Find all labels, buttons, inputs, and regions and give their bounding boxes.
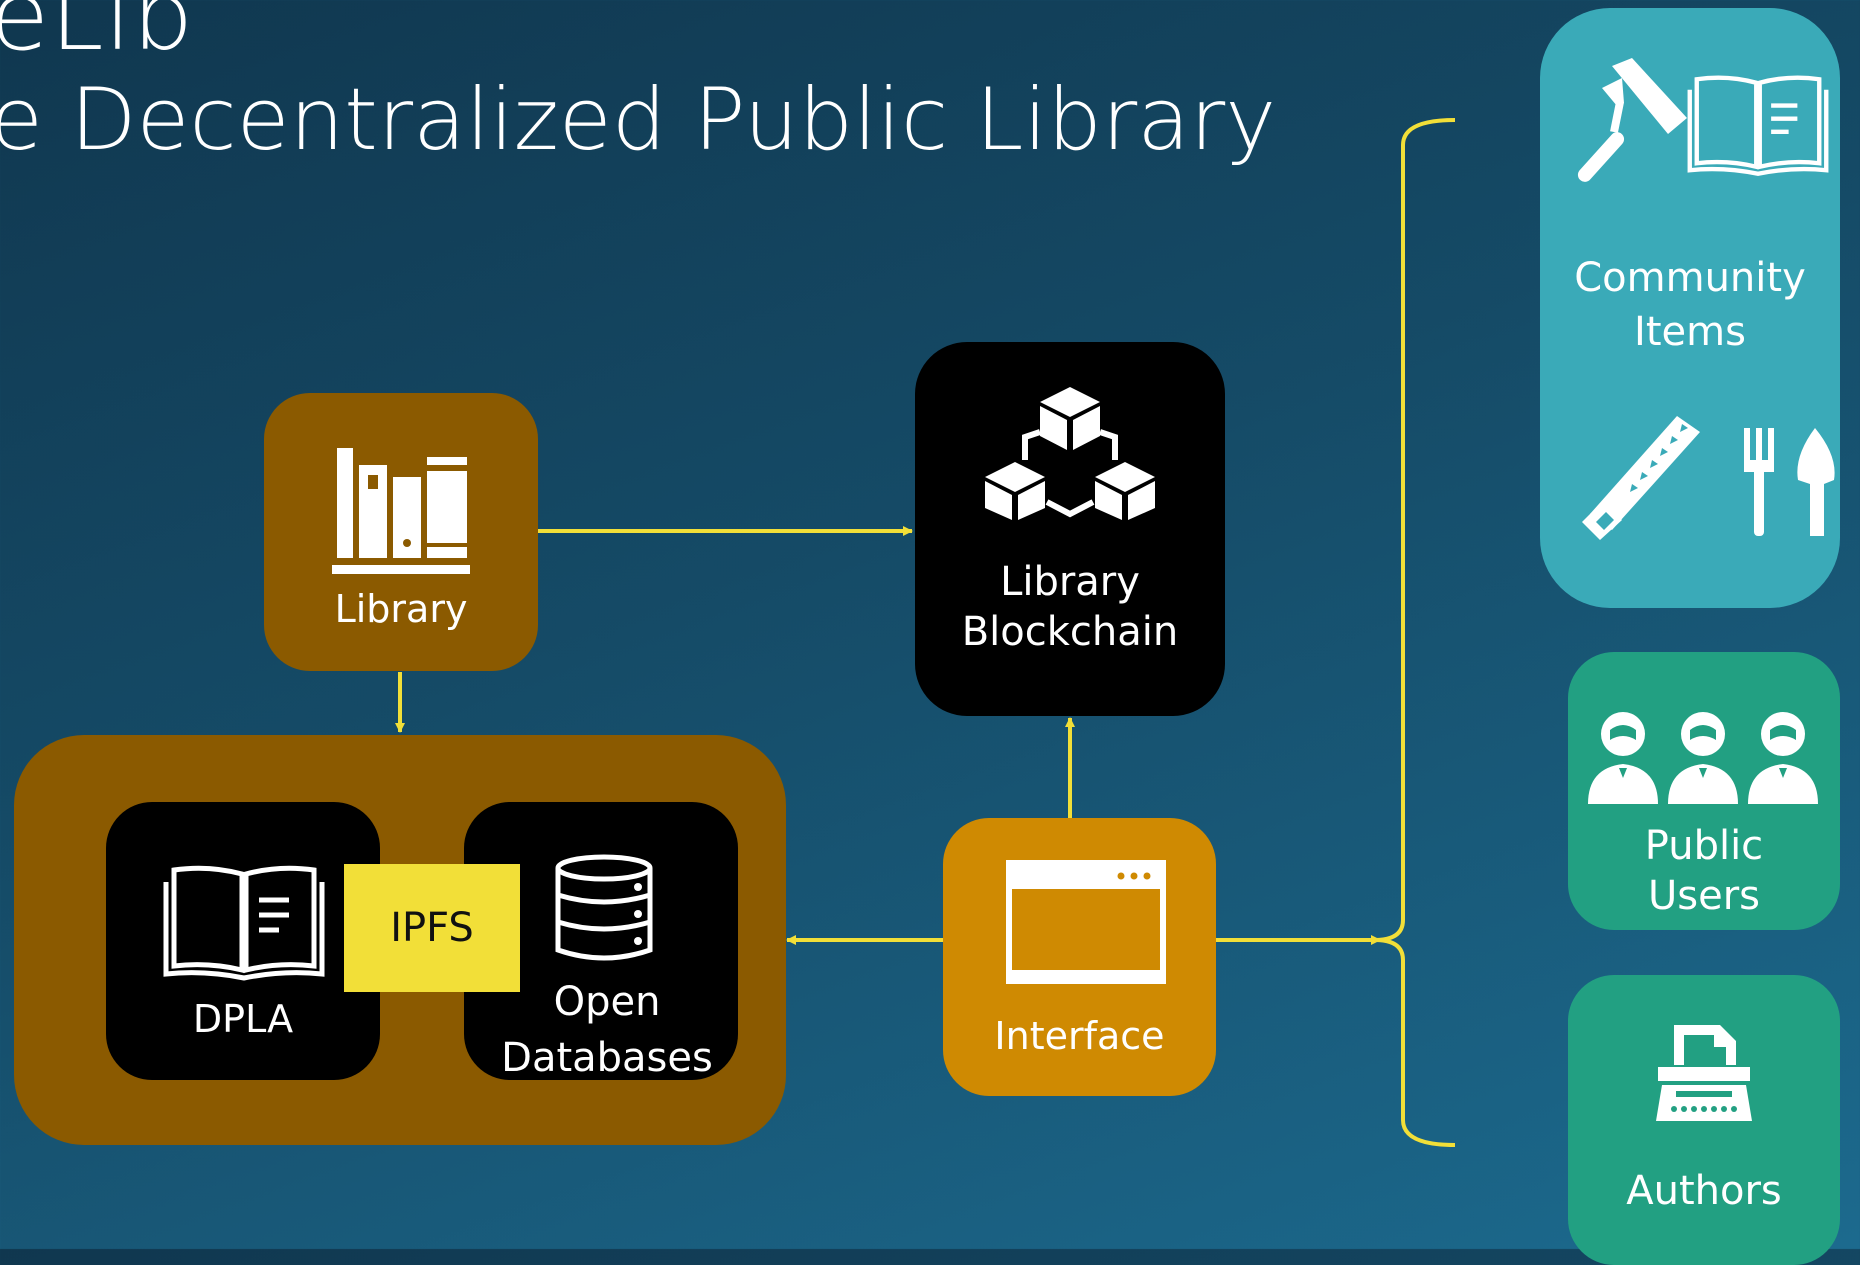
community-items-label-line1: Community bbox=[1574, 255, 1806, 301]
public-users-label-line1: Public bbox=[1644, 823, 1764, 869]
ipfs-label: IPFS bbox=[390, 905, 474, 951]
library-label: Library bbox=[334, 587, 468, 631]
paint-roller-icon bbox=[1577, 58, 1687, 182]
sidebar-bracket bbox=[1374, 118, 1456, 1147]
blockchain-label-line1: Library bbox=[1000, 559, 1140, 605]
fork-trowel-icon bbox=[1744, 428, 1835, 536]
dpla-label: DPLA bbox=[192, 997, 294, 1041]
blockchain-label-line2: Blockchain bbox=[961, 609, 1179, 655]
users-group-icon bbox=[1588, 712, 1818, 804]
blockchain-node: Library Blockchain bbox=[915, 342, 1225, 716]
slide-title: eLib bbox=[0, 0, 195, 72]
bookshelf-icon bbox=[332, 448, 470, 574]
typewriter-icon bbox=[1656, 1025, 1752, 1121]
book-icon bbox=[1687, 75, 1829, 176]
community-items-card: Community Items bbox=[1540, 8, 1840, 608]
ipfs-node: IPFS bbox=[344, 864, 520, 992]
interface-label: Interface bbox=[994, 1014, 1165, 1058]
authors-label: Authors bbox=[1626, 1168, 1782, 1214]
saw-icon bbox=[1582, 416, 1700, 540]
slide-subtitle: e Decentralized Public Library bbox=[0, 70, 1277, 170]
public-users-card: Public Users bbox=[1568, 652, 1840, 930]
dpla-node: DPLA bbox=[106, 802, 380, 1080]
open-databases-label-line1: Open bbox=[553, 979, 661, 1025]
library-node: Library bbox=[264, 393, 538, 671]
blockchain-cubes-icon bbox=[985, 387, 1155, 520]
database-icon bbox=[555, 854, 653, 961]
authors-card: Authors bbox=[1568, 975, 1840, 1265]
open-book-icon bbox=[163, 865, 325, 981]
interface-node: Interface bbox=[943, 818, 1216, 1096]
browser-window-icon bbox=[1006, 860, 1166, 984]
public-users-label-line2: Users bbox=[1647, 873, 1760, 919]
open-databases-label-line2: Databases bbox=[501, 1035, 713, 1081]
community-items-label-line2: Items bbox=[1634, 309, 1746, 355]
